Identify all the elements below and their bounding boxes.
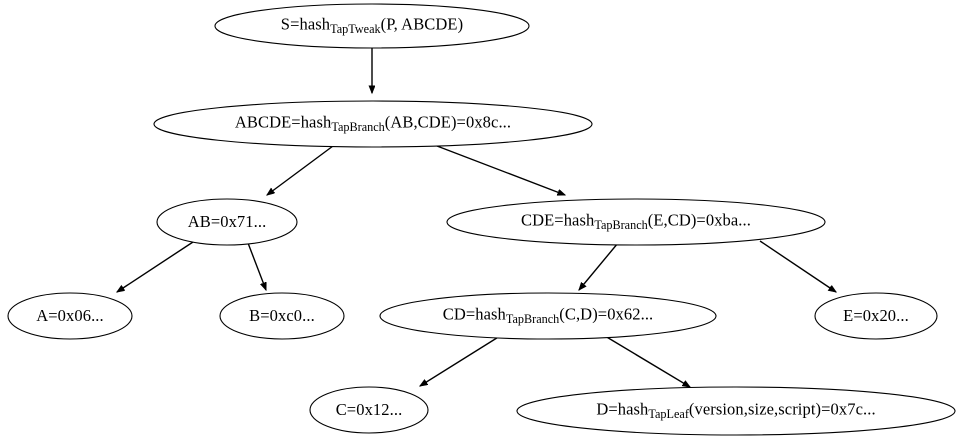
node-c[interactable]	[309, 386, 429, 434]
edge-cd-to-d	[604, 335, 690, 387]
nodes-layer	[7, 3, 956, 436]
edge-abcde-to-ab	[267, 145, 334, 195]
node-abcde[interactable]	[153, 100, 593, 148]
node-ab[interactable]	[156, 198, 298, 246]
edge-ab-to-a	[117, 241, 194, 292]
node-d[interactable]	[516, 386, 956, 436]
node-e[interactable]	[814, 292, 938, 340]
edge-ab-to-b	[247, 242, 267, 290]
edge-cd-to-c	[420, 335, 501, 386]
node-b[interactable]	[219, 292, 345, 340]
edge-cde-to-cd	[579, 242, 619, 290]
edges-layer	[117, 48, 836, 387]
node-cd[interactable]	[379, 292, 717, 340]
edge-abcde-to-cde	[436, 145, 565, 196]
edge-cde-to-e	[759, 240, 836, 292]
node-cde[interactable]	[446, 198, 826, 246]
node-s[interactable]	[214, 3, 530, 49]
node-a[interactable]	[7, 292, 133, 340]
